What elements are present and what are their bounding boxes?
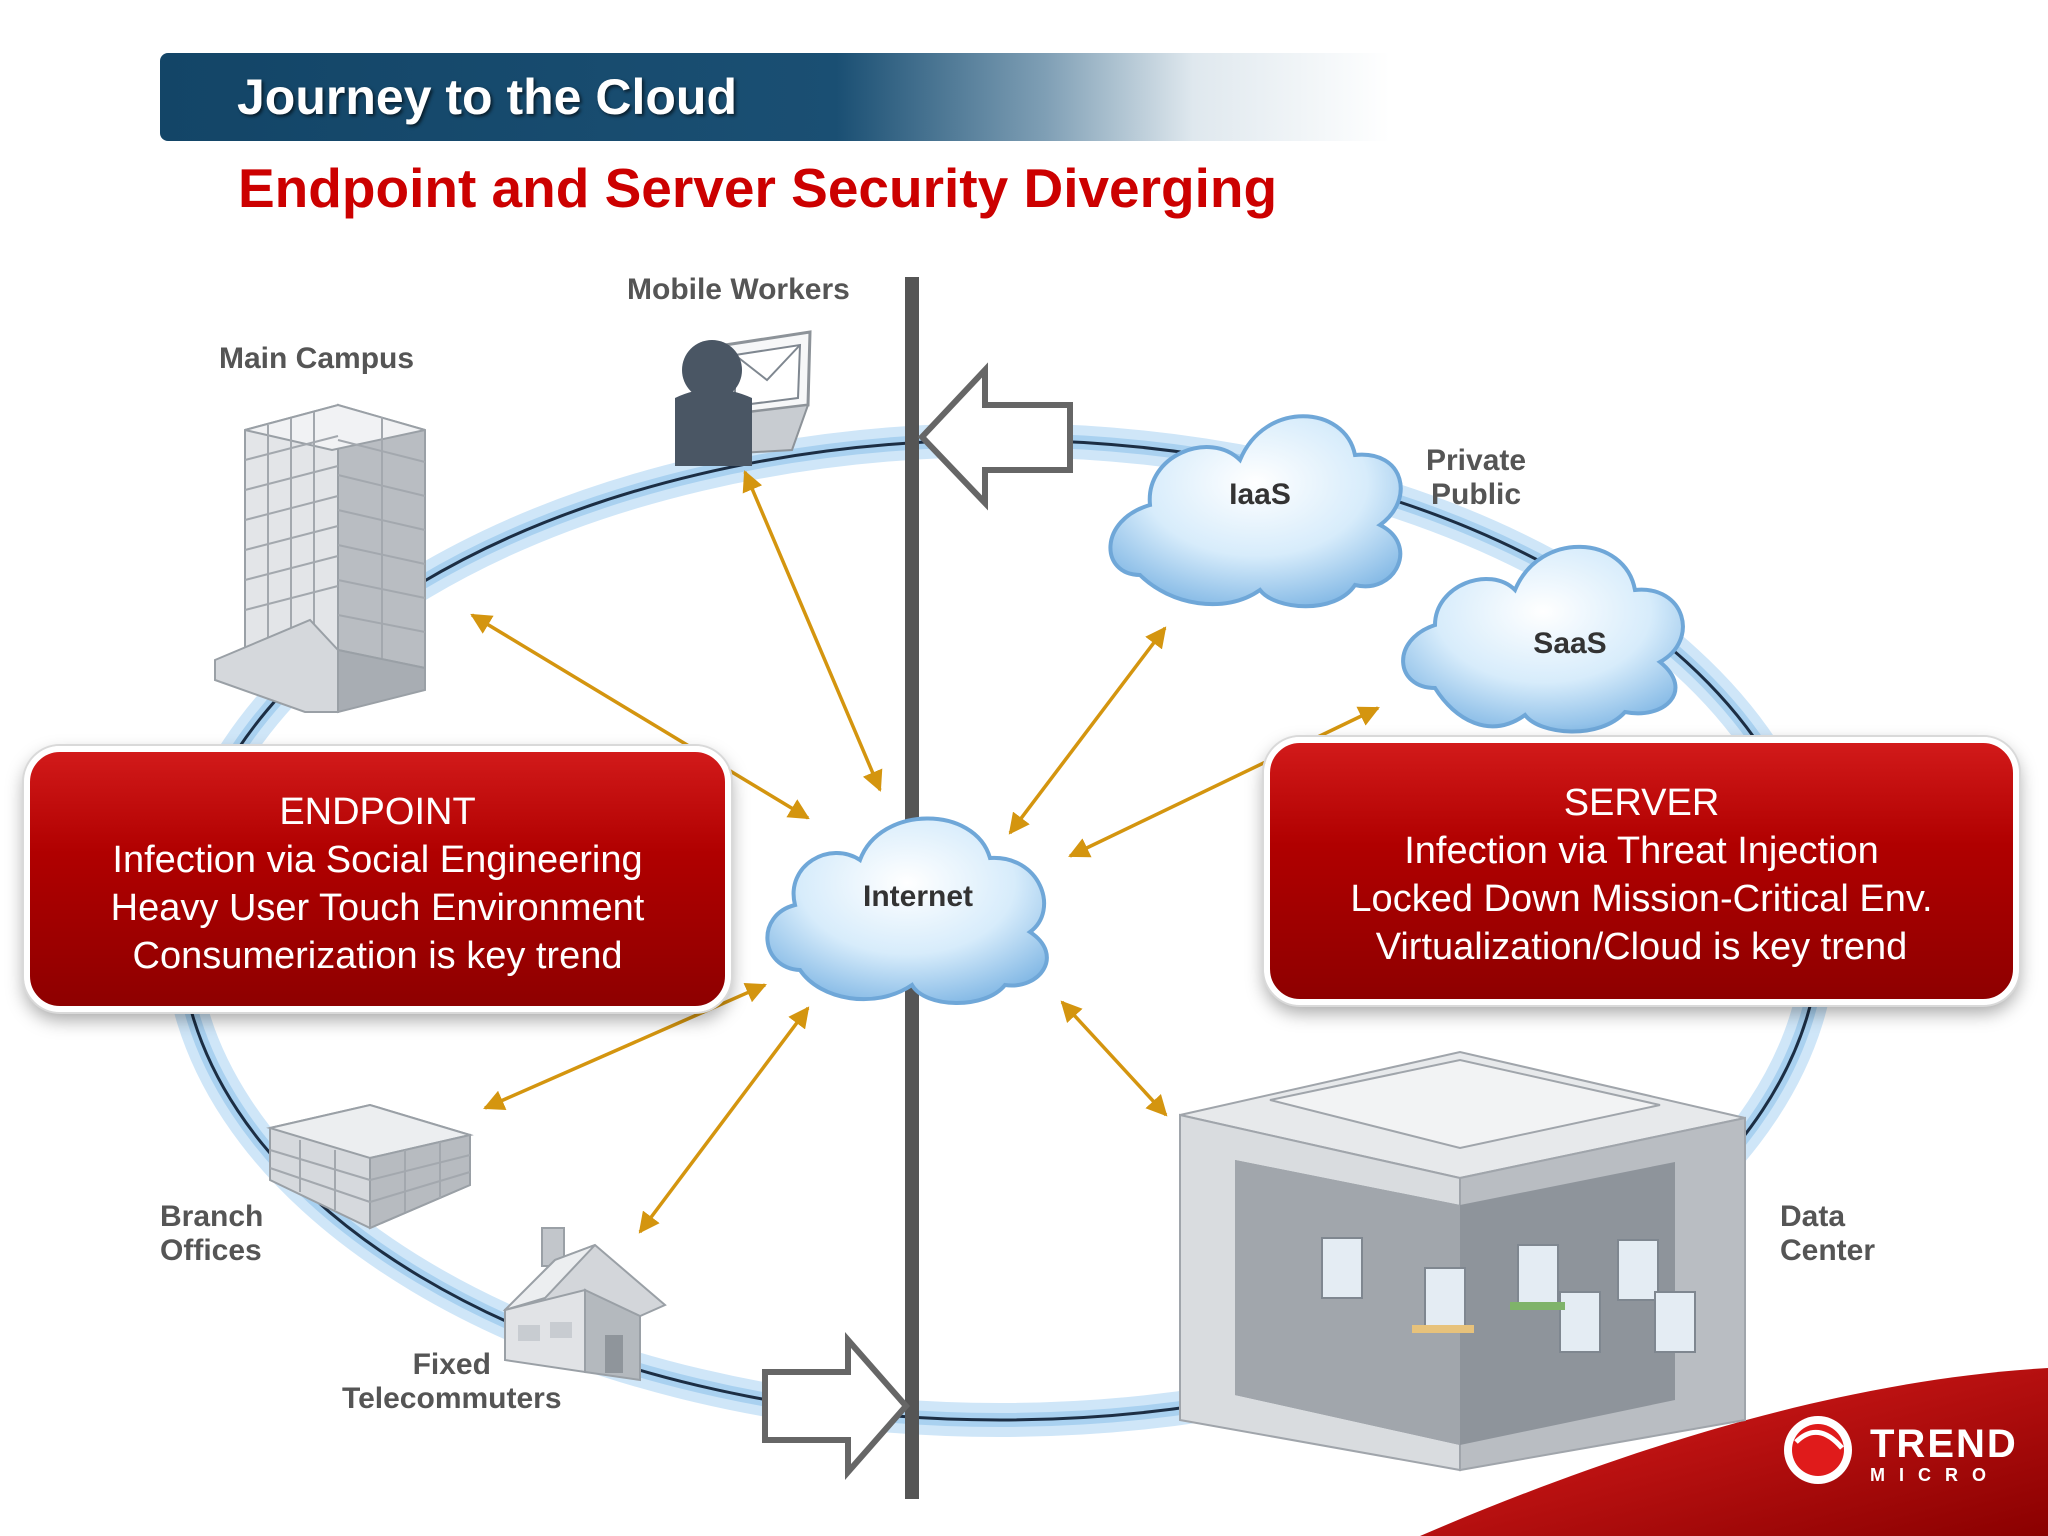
label-telecommuters: Telecommuters <box>342 1382 562 1415</box>
label-saas: SaaS <box>1533 627 1607 660</box>
server-line-2: Locked Down Mission-Critical Env. <box>1350 878 1933 920</box>
label-branch: Branch <box>160 1200 264 1233</box>
hollow-arrow-left <box>917 362 1073 511</box>
endpoint-line-3: Consumerization is key trend <box>132 935 623 977</box>
server-line-1: Infection via Threat Injection <box>1404 830 1879 872</box>
label-offices: Offices <box>160 1234 262 1267</box>
server-line-3: Virtualization/Cloud is key trend <box>1375 926 1908 968</box>
label-data: Data <box>1780 1200 1846 1233</box>
corner-swoosh <box>1420 1368 2048 1536</box>
label-data-center: Data Center <box>1780 1200 1875 1268</box>
logo-trend-text: TREND <box>1870 1422 2018 1466</box>
main-campus-building-icon <box>214 403 426 714</box>
iaas-cloud-icon <box>1108 414 1403 609</box>
arrow-internet-home <box>638 1006 810 1234</box>
home-telecommuter-icon <box>502 1227 667 1382</box>
endpoint-line-2: Heavy User Touch Environment <box>110 887 645 929</box>
label-private: Private <box>1426 444 1527 477</box>
label-mobile-workers: Mobile Workers <box>627 273 850 306</box>
arrow-internet-datacenter <box>1060 1000 1168 1117</box>
label-fixed: Fixed <box>412 1348 491 1381</box>
trend-micro-logo: TREND MICRO <box>1870 1424 2018 1484</box>
slide-subtitle: Endpoint and Server Security Diverging <box>238 157 1278 219</box>
connector-arrows <box>470 470 1380 1234</box>
logo-micro-text: MICRO <box>1870 1465 2000 1485</box>
saas-cloud-icon <box>1401 544 1685 734</box>
label-private-public: Private Public <box>1426 444 1526 512</box>
mobile-worker-icon <box>675 330 812 466</box>
label-internet: Internet <box>862 880 974 913</box>
endpoint-line-1: Infection via Social Engineering <box>112 839 643 881</box>
arrow-mobile-internet <box>742 470 883 792</box>
label-main-campus: Main Campus <box>219 342 415 375</box>
slide-title: Journey to the Cloud <box>237 69 737 125</box>
internet-cloud-icon <box>765 816 1049 1005</box>
arrow-internet-branch <box>483 982 767 1111</box>
label-iaas: IaaS <box>1229 478 1291 511</box>
branch-office-building-icon <box>266 1103 474 1230</box>
arrow-iaas-internet <box>1008 626 1167 835</box>
arrow-saas-internet <box>1068 706 1380 858</box>
label-branch-offices: Branch Offices <box>160 1200 263 1268</box>
data-center-building-icon <box>1179 1050 1746 1472</box>
trend-micro-logo-icon <box>1784 1416 1852 1484</box>
server-heading: SERVER <box>1563 782 1720 824</box>
title-banner <box>160 53 1390 141</box>
label-public: Public <box>1431 478 1522 511</box>
label-center: Center <box>1780 1234 1876 1267</box>
endpoint-box: ENDPOINT Infection via Social Engineerin… <box>24 746 731 1012</box>
endpoint-heading: ENDPOINT <box>279 791 476 833</box>
server-box: SERVER Infection via Threat Injection Lo… <box>1264 737 2019 1005</box>
label-fixed-telecommuters: Fixed Telecommuters <box>342 1348 562 1416</box>
hollow-arrow-right <box>762 1332 910 1480</box>
